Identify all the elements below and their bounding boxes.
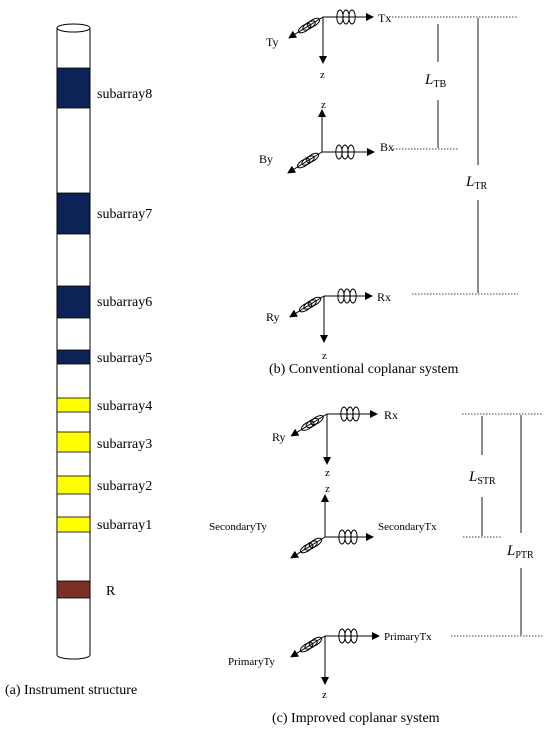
lptr-sub: PTR (515, 550, 534, 561)
y-coil-loop (308, 636, 323, 647)
coil-triad-t (288, 9, 374, 64)
lptr-label: LPTR (506, 543, 534, 561)
x-coil-loop (352, 406, 360, 422)
label-subarray4: subarray4 (97, 399, 152, 414)
label-ty: Ty (266, 35, 279, 49)
y-coil-loop (298, 302, 313, 313)
y-coil-loop (306, 17, 321, 28)
y-coil-loop (302, 20, 316, 31)
coil-triad-secondary (290, 494, 374, 559)
label-primary-ty: PrimaryTy (228, 656, 275, 668)
y-coil-loop (305, 417, 320, 429)
label-pz: z (322, 689, 327, 701)
y-axis-arrow (289, 295, 325, 318)
label-rz-c: z (325, 467, 330, 479)
label-rz: z (322, 350, 327, 362)
y-axis-arrow (290, 536, 326, 559)
label-subarray7: subarray7 (97, 207, 152, 222)
label-tx: Tx (378, 11, 391, 25)
tool-body (56, 28, 91, 655)
y-coil-loop (297, 23, 312, 34)
coil-triad-rc (290, 406, 378, 465)
tool-bottom (56, 654, 91, 660)
caption-b: (b) Conventional coplanar system (269, 362, 458, 377)
y-axis-arrow (288, 16, 324, 39)
y-coil-loop (310, 415, 324, 426)
label-secondary-tx: SecondaryTx (378, 521, 437, 533)
segment-subarray3 (56, 431, 91, 453)
x-coil-loop (348, 9, 356, 25)
label-subarray6: subarray6 (97, 295, 152, 310)
ltb-sub: TB (433, 79, 446, 90)
label-subarray5: subarray5 (97, 351, 152, 366)
segment-subarray1 (56, 516, 91, 533)
label-receiver: R (106, 584, 116, 599)
y-coil-loop (301, 155, 315, 166)
x-coil-loop (347, 144, 355, 160)
y-coil-loop (307, 296, 322, 307)
conventional-panel: Tx Ty z Bx By z Rx Ry z LTB LTR (b) Conv… (259, 9, 518, 377)
x-coil-loop (350, 529, 358, 545)
y-coil-loop (304, 540, 318, 551)
instrument-panel: subarray8 subarray7 subarray6 subarray5 … (5, 23, 152, 698)
label-ry-c: Ry (272, 430, 286, 444)
label-subarray3: subarray3 (97, 437, 152, 452)
label-rx: Rx (377, 290, 391, 304)
x-coil-loop (350, 628, 358, 644)
y-coil-loop (308, 537, 323, 548)
lstr-main: L (468, 469, 477, 485)
lstr-sub: STR (477, 476, 496, 487)
ltr-main: L (465, 174, 474, 190)
y-coil-loop (296, 158, 311, 169)
y-coil-loop (303, 299, 317, 310)
label-secondary-ty: SecondaryTy (209, 521, 267, 533)
segment-subarray8 (56, 67, 91, 109)
label-sz: z (325, 483, 330, 495)
label-subarray8: subarray8 (97, 87, 152, 102)
segment-subarray7 (56, 192, 91, 235)
improved-panel: Rx Ry z SecondaryTx SecondaryTy z Primar… (209, 406, 544, 726)
coil-triad-primary (290, 628, 380, 685)
y-coil-loop (304, 639, 318, 650)
label-primary-tx: PrimaryTx (384, 631, 432, 643)
label-tz: z (320, 69, 325, 81)
ltr-label: LTR (465, 174, 487, 192)
y-axis-arrow (287, 151, 323, 174)
segment-subarray2 (56, 475, 91, 495)
ltb-label: LTB (424, 72, 446, 90)
y-coil-loop (301, 420, 315, 431)
label-subarray2: subarray2 (97, 479, 152, 494)
segment-receiver (56, 580, 91, 599)
segment-subarray5 (56, 349, 91, 365)
label-subarray1: subarray1 (97, 518, 152, 533)
coil-triad-b (287, 109, 375, 174)
label-bx: Bx (380, 140, 394, 154)
x-coil-loop (349, 288, 357, 304)
y-coil-loop (299, 543, 314, 554)
segment-subarray6 (56, 285, 91, 319)
lstr-label: LSTR (468, 469, 496, 487)
ltb-main: L (424, 72, 433, 88)
y-axis-arrow (290, 635, 326, 658)
caption-a: (a) Instrument structure (5, 683, 137, 698)
ltr-sub: TR (474, 181, 487, 192)
caption-c: (c) Improved coplanar system (272, 711, 440, 726)
coil-triad-r (289, 288, 373, 343)
lptr-main: L (506, 543, 515, 559)
segment-subarray4 (56, 397, 91, 413)
y-coil-loop (299, 642, 314, 653)
tool-top (56, 23, 91, 33)
label-ry: Ry (266, 310, 280, 324)
label-by: By (259, 152, 273, 166)
y-axis-arrow (290, 413, 328, 437)
label-bz: z (321, 99, 326, 111)
label-rx-c: Rx (384, 408, 398, 422)
y-coil-loop (305, 152, 320, 163)
